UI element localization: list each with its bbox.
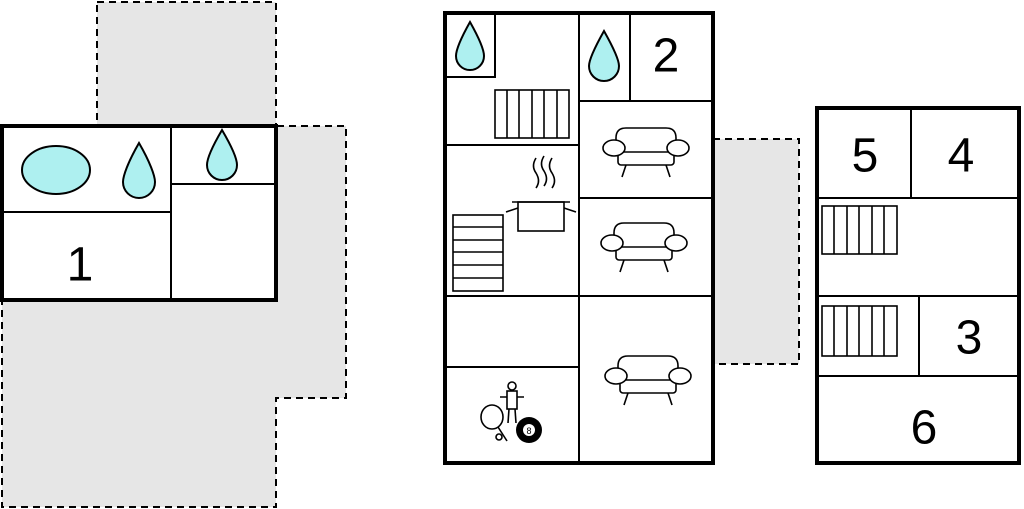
water-drop-icon: [205, 128, 239, 181]
building-left: 1: [0, 124, 278, 302]
building-middle: 2: [443, 11, 715, 465]
room-number-6: 6: [911, 402, 938, 455]
stairs-icon: [821, 205, 898, 255]
sofa-icon: [600, 222, 688, 273]
sofa-icon: [602, 127, 690, 178]
stairs-icon: [452, 214, 504, 292]
room-number-2: 2: [653, 30, 680, 83]
stairs-icon: [821, 305, 898, 357]
sofa-icon: [604, 355, 692, 406]
cooking-pot-icon: [505, 155, 577, 232]
games-room-icon: 8: [480, 381, 542, 443]
outdoor-areas: [1, 1, 800, 508]
room-number-5: 5: [852, 130, 879, 183]
building-right-outline: [815, 106, 1021, 465]
terrace-middle: [712, 138, 800, 365]
stairs-icon: [494, 89, 570, 139]
water-drop-icon: [121, 141, 157, 199]
room-number-4: 4: [948, 130, 975, 183]
terrace-top-left: [96, 1, 277, 129]
bathtub-icon: [21, 145, 91, 195]
room-number-3: 3: [956, 312, 983, 365]
water-drop-icon: [454, 19, 486, 71]
svg-text:8: 8: [526, 426, 531, 436]
water-drop-icon: [587, 28, 621, 82]
room-number-1: 1: [67, 239, 94, 292]
building-right: 5 4 3 6: [815, 106, 1021, 465]
